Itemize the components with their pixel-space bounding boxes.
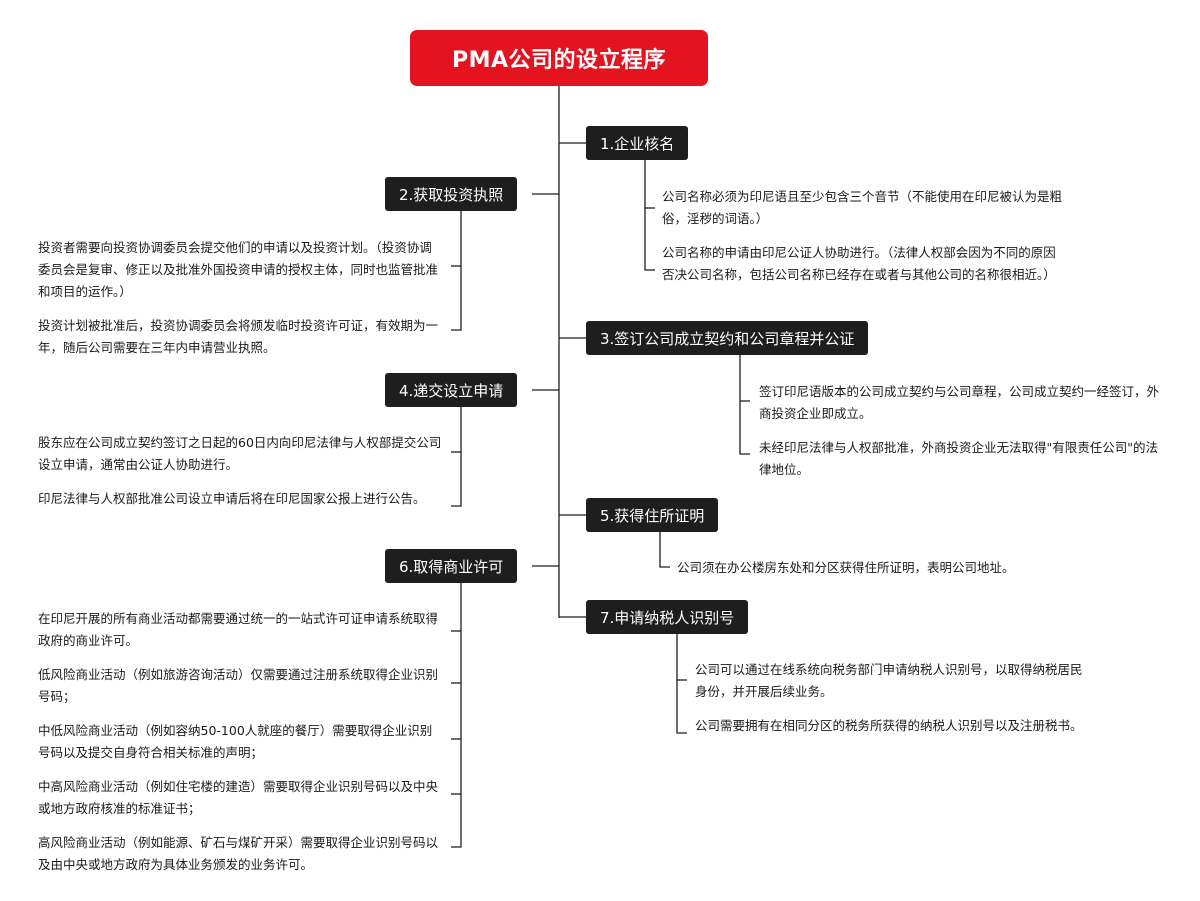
step-6-note-2: 低风险商业活动（例如旅游咨询活动）仅需要通过注册系统取得企业识别号码； xyxy=(38,667,439,704)
step-5-domicile-certificate: 5.获得住所证明 xyxy=(586,498,719,532)
step-6-note-5: 高风险商业活动（例如能源、矿石与煤矿开采）需要取得企业识别号码以及由中央或地方政… xyxy=(38,835,439,872)
step-4-note-1: 股东应在公司成立契约签订之日起的60日内向印尼法律与人权部提交公司设立申请，通常… xyxy=(38,435,442,472)
step-5-note-1: 公司须在办公楼房东处和分区获得住所证明，表明公司地址。 xyxy=(677,560,1015,575)
step-6-note-3: 中低风险商业活动（例如容纳50-100人就座的餐厅）需要取得企业识别号码以及提交… xyxy=(38,723,433,760)
diagram-title: PMA公司的设立程序 xyxy=(410,30,708,86)
step-7-notes: 公司可以通过在线系统向税务部门申请纳税人识别号，以取得纳税居民身份，并开展后续业… xyxy=(695,659,1093,737)
step-2-note-1: 投资者需要向投资协调委员会提交他们的申请以及投资计划。（投资协调委员会是复审、修… xyxy=(38,240,439,299)
step-1-note-2: 公司名称的申请由印尼公证人协助进行。（法律人权部会因为不同的原因否决公司名称，包… xyxy=(662,245,1056,282)
step-6-note-1: 在印尼开展的所有商业活动都需要通过统一的一站式许可证申请系统取得政府的商业许可。 xyxy=(38,611,439,648)
step-1-company-name-check: 1.企业核名 xyxy=(586,126,689,160)
step-4-note-2: 印尼法律与人权部批准公司设立申请后将在印尼国家公报上进行公告。 xyxy=(38,491,426,506)
step-3-notes: 签订印尼语版本的公司成立契约与公司章程，公司成立契约一经签订，外商投资企业即成立… xyxy=(759,381,1159,481)
step-5-notes: 公司须在办公楼房东处和分区获得住所证明，表明公司地址。 xyxy=(677,557,1097,579)
step-1-note-1: 公司名称必须为印尼语且至少包含三个音节（不能使用在印尼被认为是粗俗，淫秽的词语。… xyxy=(662,189,1063,226)
step-2-notes: 投资者需要向投资协调委员会提交他们的申请以及投资计划。（投资协调委员会是复审、修… xyxy=(38,237,438,359)
step-4-submit-application: 4.递交设立申请 xyxy=(385,373,518,407)
step-4-notes: 股东应在公司成立契约签订之日起的60日内向印尼法律与人权部提交公司设立申请，通常… xyxy=(38,432,442,510)
step-3-note-1: 签订印尼语版本的公司成立契约与公司章程，公司成立契约一经签订，外商投资企业即成立… xyxy=(759,384,1160,421)
step-7-note-1: 公司可以通过在线系统向税务部门申请纳税人识别号，以取得纳税居民身份，并开展后续业… xyxy=(695,662,1083,699)
step-3-articles-notarization: 3.签订公司成立契约和公司章程并公证 xyxy=(586,321,869,355)
step-3-note-2: 未经印尼法律与人权部批准，外商投资企业无法取得"有限责任公司"的法律地位。 xyxy=(759,440,1159,477)
step-2-note-2: 投资计划被批准后，投资协调委员会将颁发临时投资许可证，有效期为一年，随后公司需要… xyxy=(38,318,439,355)
step-6-note-4: 中高风险商业活动（例如住宅楼的建造）需要取得企业识别号码以及中央或地方政府核准的… xyxy=(38,779,439,816)
step-6-notes: 在印尼开展的所有商业活动都需要通过统一的一站式许可证申请系统取得政府的商业许可。… xyxy=(38,608,438,876)
step-7-taxpayer-id: 7.申请纳税人识别号 xyxy=(586,600,749,634)
step-2-investment-license: 2.获取投资执照 xyxy=(385,177,518,211)
step-6-business-license: 6.取得商业许可 xyxy=(385,549,518,583)
step-7-note-2: 公司需要拥有在相同分区的税务所获得的纳税人识别号以及注册税书。 xyxy=(695,718,1083,733)
step-1-notes: 公司名称必须为印尼语且至少包含三个音节（不能使用在印尼被认为是粗俗，淫秽的词语。… xyxy=(662,186,1062,286)
